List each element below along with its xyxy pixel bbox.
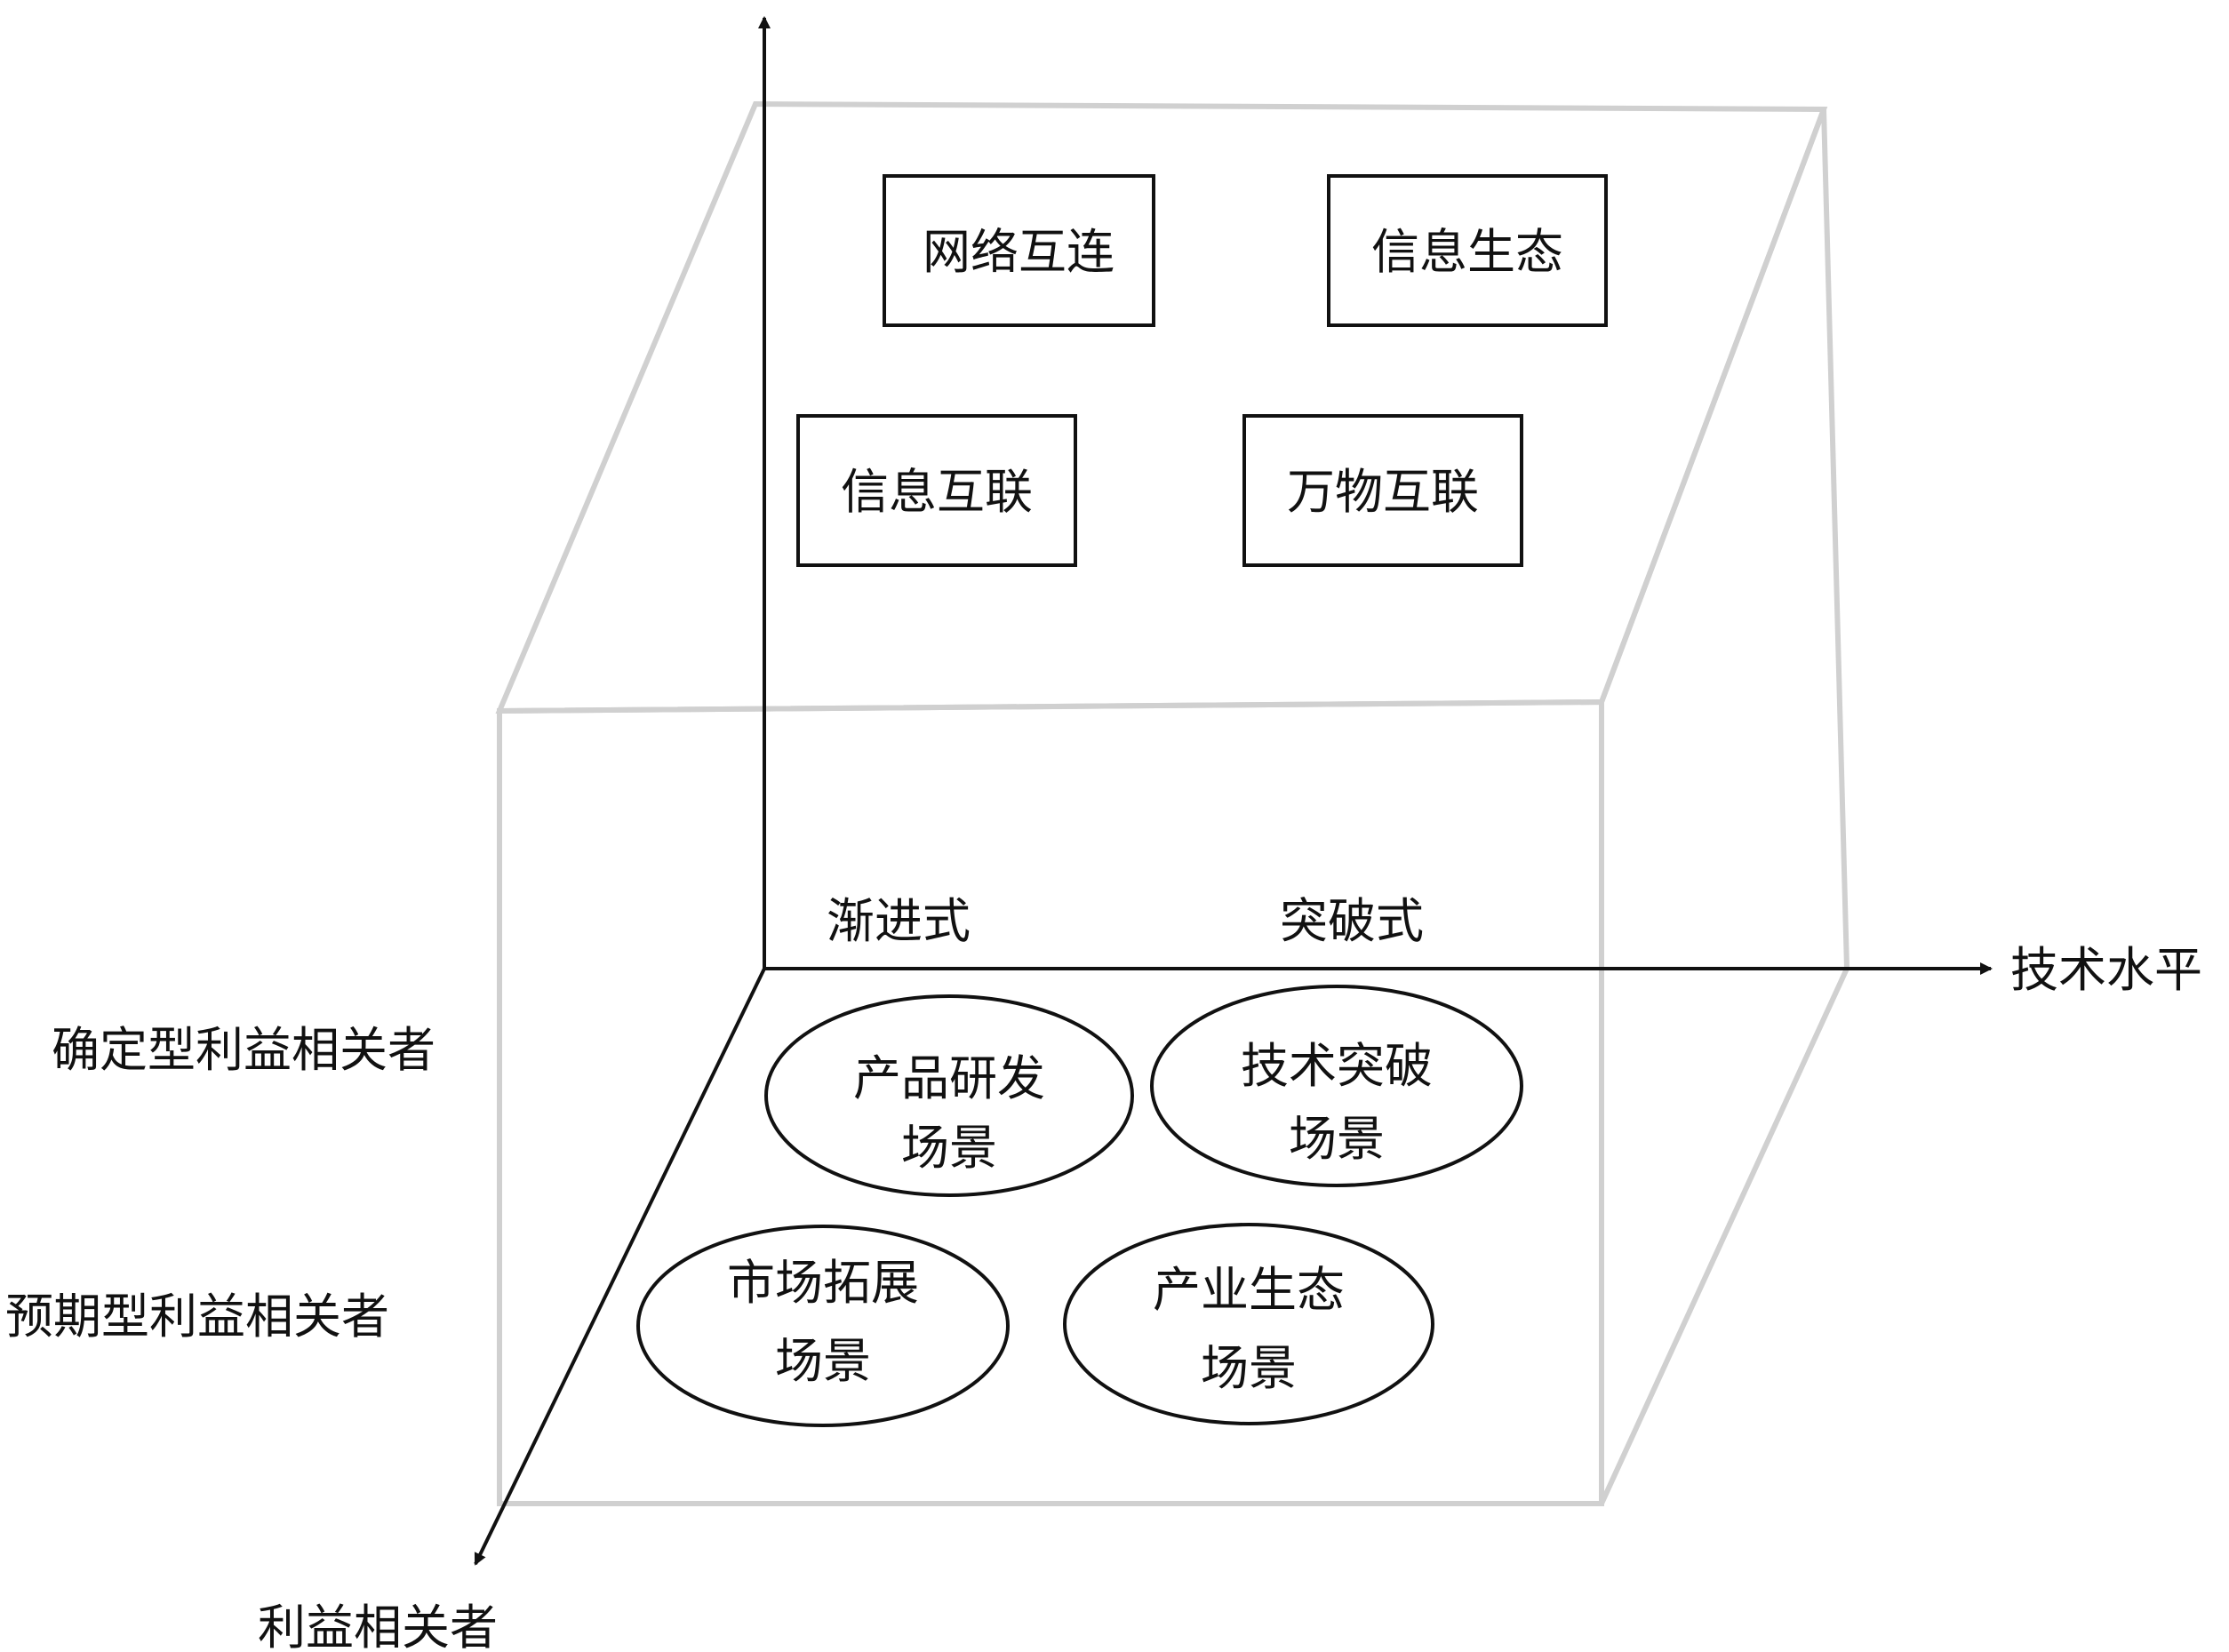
box-network-label: 网络互连	[923, 224, 1114, 280]
box-info-interconnect	[796, 414, 1077, 567]
cube-right-face	[1599, 108, 1850, 1505]
ellipse-tech-breakthrough	[1150, 985, 1523, 1187]
box-network	[883, 174, 1155, 327]
box-info-ecology-label: 信息生态	[1371, 224, 1563, 280]
ellipse-industry-line1: 产业生态	[1153, 1262, 1345, 1318]
ellipse-product-rd-line2: 场景	[901, 1120, 997, 1176]
ellipse-tech-breakthrough-line2: 场景	[1289, 1111, 1385, 1167]
cube-top-face	[495, 100, 1828, 714]
ellipse-market	[636, 1225, 1010, 1427]
column-label-breakthrough: 突破式	[1280, 893, 1424, 949]
z-axis	[474, 968, 766, 1566]
ellipse-product-rd	[764, 994, 1134, 1197]
box-info-interconnect-label: 信息互联	[841, 464, 1033, 520]
ellipse-industry	[1063, 1223, 1434, 1425]
ellipse-market-line2: 场景	[775, 1333, 871, 1389]
x-axis-label: 技术水平	[2010, 942, 2202, 998]
ellipse-tech-breakthrough-line1: 技术突破	[1241, 1038, 1433, 1094]
ellipse-industry-line2: 场景	[1201, 1340, 1297, 1396]
z-axis-label: 利益相关者	[258, 1600, 498, 1652]
column-label-incremental: 渐进式	[827, 893, 971, 949]
ellipse-market-line1: 市场拓展	[727, 1255, 919, 1311]
axes	[474, 16, 1993, 1566]
upper-boxes	[796, 174, 1608, 567]
scenario-ellipses	[636, 985, 1523, 1427]
box-iot-label: 万物互联	[1287, 464, 1479, 520]
box-iot	[1242, 414, 1523, 567]
box-info-ecology	[1327, 174, 1608, 327]
row-label-expected: 预期型利益相关者	[5, 1289, 389, 1345]
ellipse-product-rd-line1: 产品研发	[853, 1050, 1045, 1106]
row-label-definite: 确定型利益相关者	[52, 1022, 435, 1078]
